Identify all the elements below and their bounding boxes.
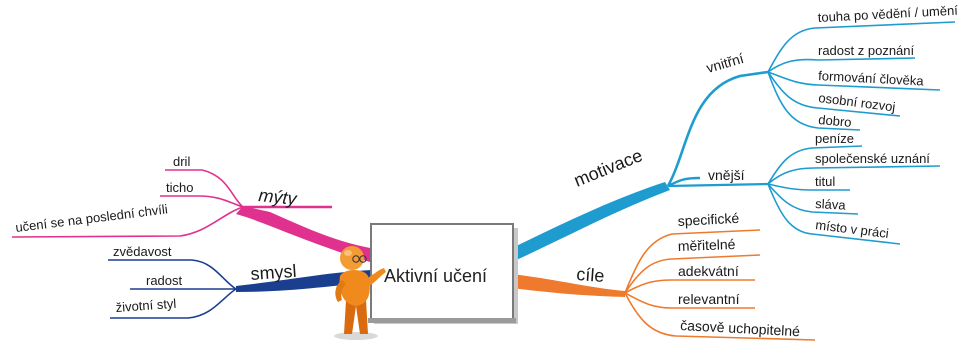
vnejsi-leaf-line-4 <box>767 183 859 215</box>
vnitrni-leaf-line-3 <box>767 71 941 91</box>
branch-motivace-label: motivace <box>571 145 645 191</box>
figure-legs <box>344 300 368 334</box>
branch-smysl-label: smysl <box>250 261 297 284</box>
cile-leaf-2: měřitelné <box>678 236 736 254</box>
cile-leaf-line-2 <box>624 254 761 294</box>
motivace-underline <box>667 176 701 188</box>
cile-leaf-3: adekvátní <box>678 263 739 279</box>
myty-leaf-3: učení se na poslední chvíli <box>15 201 169 235</box>
myty-leaf-line-1 <box>165 169 244 208</box>
vnejsi-leaf-2: společenské uznání <box>815 151 930 166</box>
cile-leaf-line-5 <box>624 292 816 341</box>
smysl-leaf-3: životní styl <box>115 296 177 315</box>
vnejsi-leaf-5: místo v práci <box>815 217 890 241</box>
cile-leaf-5: časově uchopitelné <box>680 317 801 339</box>
vnitrni-leaf-line-1 <box>767 21 956 73</box>
vnejsi-leaf-1: peníze <box>815 131 854 146</box>
cile-leaf-line-4 <box>624 292 755 309</box>
vnejsi-leaf-3: titul <box>815 174 835 189</box>
vnejsi-leaf-line-1 <box>767 145 863 185</box>
vnejsi-leaf-line-5 <box>767 183 901 245</box>
figure-glasses-left <box>352 255 360 263</box>
branch-smysl-trunk <box>236 270 372 292</box>
branch-myty-trunk <box>236 206 370 262</box>
figure-body <box>339 270 370 306</box>
vnitrni-label: vnitřní <box>704 50 745 76</box>
presenter-figure <box>334 246 386 340</box>
branch-myty-label: mýty <box>258 185 299 209</box>
vnitrni-leaf-line-4 <box>767 71 901 117</box>
branch-cile: cíle specifické měřitelné adekvátní rele… <box>512 210 816 341</box>
vnejsi-leaf-line-2 <box>767 165 941 185</box>
myty-leaf-line-3 <box>11 206 244 238</box>
vnejsi-label: vnější <box>708 167 745 183</box>
smysl-leaf-line-1 <box>108 259 237 290</box>
vnejsi-leaf-line-3 <box>767 183 850 191</box>
motivace-to-vnejsi <box>667 182 769 188</box>
vnitrni-leaf-5: dobro <box>818 112 852 130</box>
cile-leaf-line-1 <box>624 229 761 294</box>
myty-leaf-1: dril <box>173 154 190 169</box>
smysl-leaf-1: zvědavost <box>113 244 172 259</box>
cile-leaf-4: relevantní <box>678 291 740 307</box>
myty-leaf-line-2 <box>160 195 244 208</box>
whiteboard-frame <box>370 223 514 321</box>
branch-motivace-trunk <box>512 182 670 262</box>
branch-myty: mýty dril ticho učení se na poslední chv… <box>11 154 370 262</box>
branch-smysl: smysl zvědavost radost životní styl <box>108 244 372 319</box>
whiteboard-tray <box>368 318 516 323</box>
figure-arm-left <box>335 280 346 302</box>
vnejsi-leaf-4: sláva <box>815 196 847 213</box>
figure-shadow <box>334 332 378 340</box>
myty-leaf-2: ticho <box>166 180 193 195</box>
vnitrni-leaf-1: touha po vědění / umění <box>817 3 958 25</box>
vnitrni-leaf-line-2 <box>767 57 916 73</box>
vnitrni-leaf-4: osobní rozvoj <box>818 90 897 114</box>
figure-head-highlight <box>344 250 352 256</box>
center-title: Aktivní učení <box>384 266 487 286</box>
smysl-leaf-2: radost <box>146 273 183 288</box>
figure-arm <box>364 268 386 288</box>
cile-leaf-line-3 <box>624 279 755 294</box>
smysl-leaf-line-3 <box>110 288 237 319</box>
motivace-to-vnitrni <box>666 70 769 187</box>
branch-cile-label: cíle <box>576 264 605 286</box>
branch-cile-trunk <box>512 274 625 297</box>
cile-leaf-1: specifické <box>677 210 739 229</box>
center-whiteboard: Aktivní učení <box>368 223 518 324</box>
vnitrni-leaf-3: formování člověka <box>818 68 925 89</box>
figure-glasses-right <box>359 255 367 263</box>
vnitrni-leaf-line-5 <box>767 71 861 131</box>
vnitrni-leaf-2: radost z poznání <box>818 43 915 58</box>
